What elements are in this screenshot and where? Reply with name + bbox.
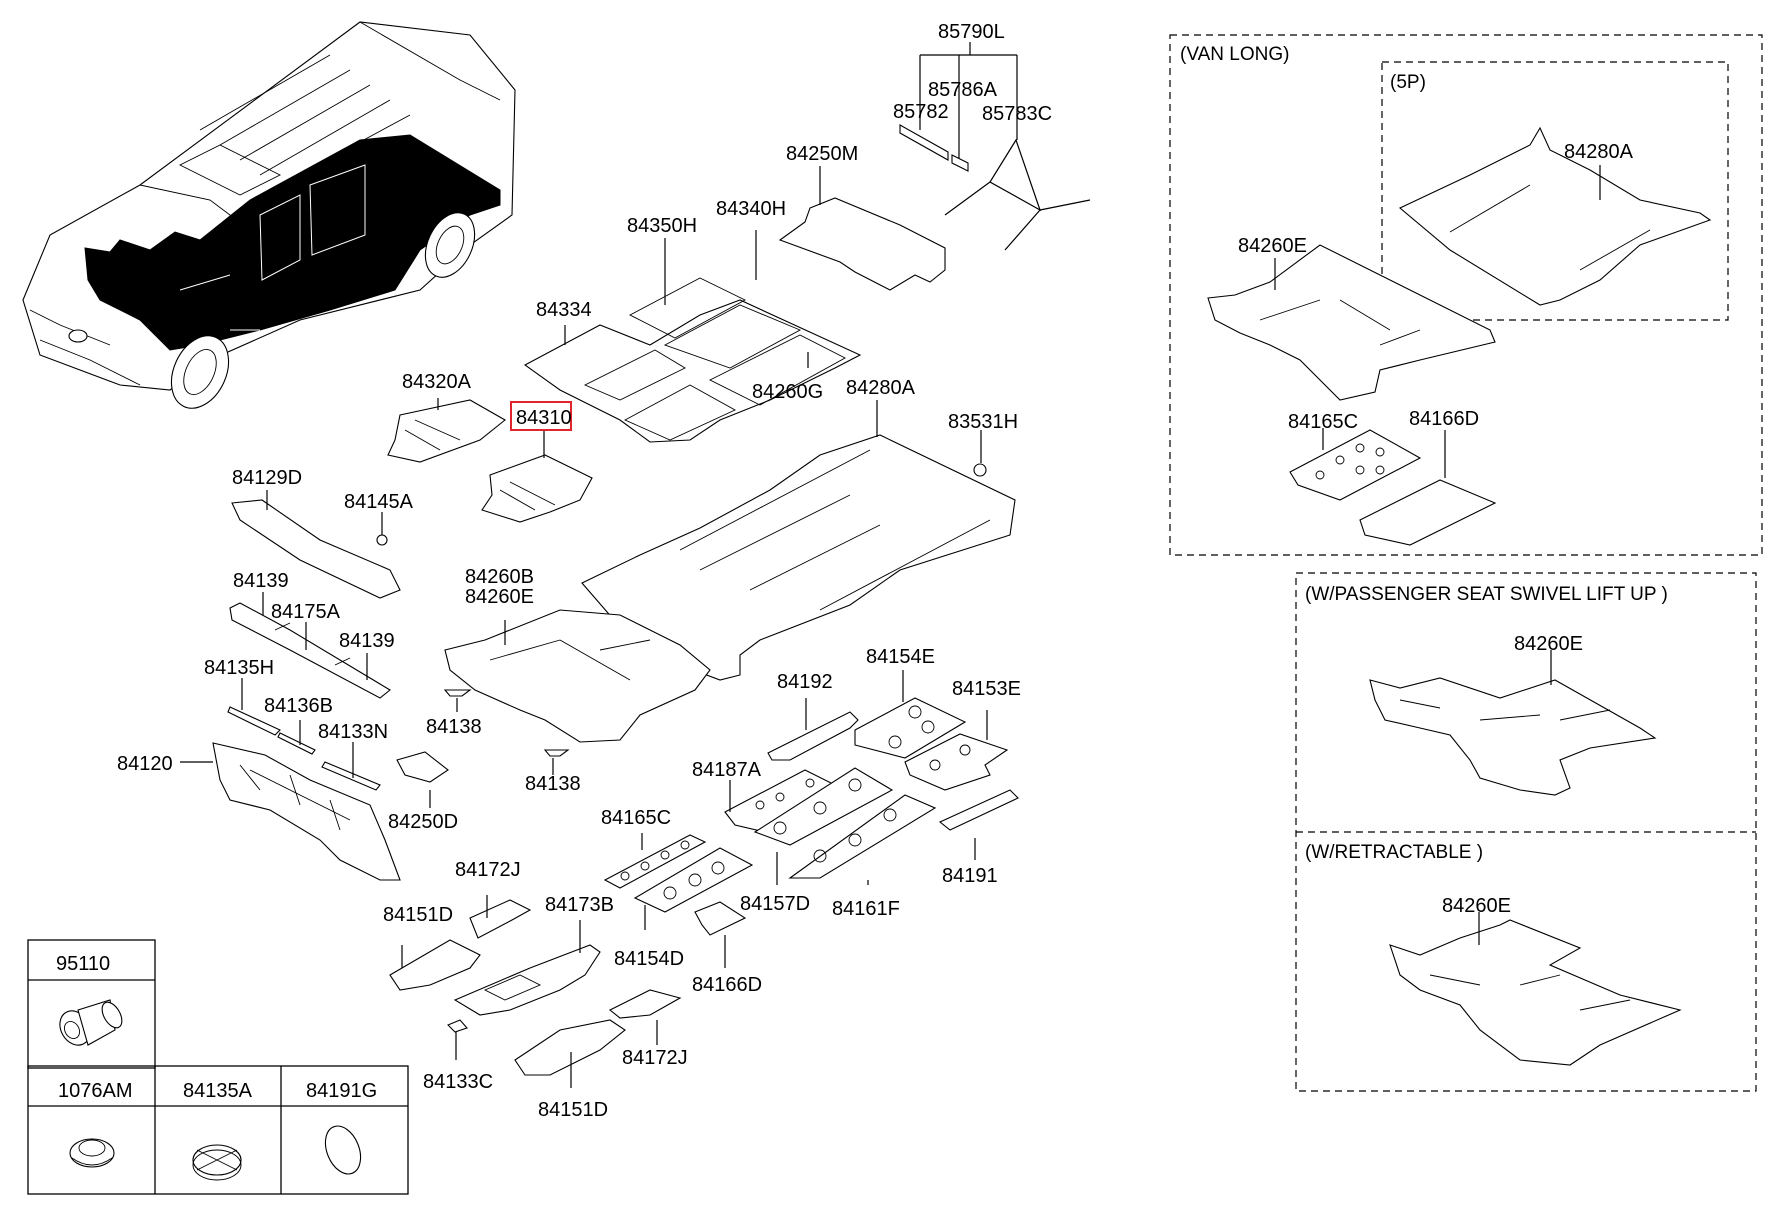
inset-label-84260E-swivel[interactable]: 84260E <box>1514 633 1583 655</box>
van-illustration <box>22 21 516 409</box>
label-84139-lower[interactable]: 84139 <box>339 630 395 652</box>
label-85790L[interactable]: 85790L <box>938 21 1005 43</box>
label-84153E[interactable]: 84153E <box>952 678 1021 700</box>
inset-retractable-title: (W/RETRACTABLE ) <box>1305 842 1483 863</box>
label-84136B[interactable]: 84136B <box>264 695 333 717</box>
label-84175A[interactable]: 84175A <box>271 601 341 623</box>
label-84135H[interactable]: 84135H <box>204 657 274 679</box>
label-84172J-lower[interactable]: 84172J <box>622 1047 688 1069</box>
label-84173B[interactable]: 84173B <box>545 894 614 916</box>
legend-table: 95110 1076AM 84135A 84191G <box>27 939 409 1195</box>
label-84310[interactable]: 84310 <box>516 407 572 429</box>
inset-van-long-frame <box>1169 34 1763 556</box>
center-parts <box>212 124 1091 1076</box>
grommet-plug-icon <box>59 999 123 1046</box>
label-84260B[interactable]: 84260B <box>465 566 534 588</box>
label-84260G[interactable]: 84260G <box>752 381 823 403</box>
legend-part-95110[interactable]: 95110 <box>56 953 110 975</box>
part-labels: 85790L 85786A 85782 85783C 84250M 84340H… <box>117 21 1052 1121</box>
label-84191[interactable]: 84191 <box>942 865 998 887</box>
label-84161F[interactable]: 84161F <box>832 898 900 920</box>
label-84129D[interactable]: 84129D <box>232 467 302 489</box>
label-84139-upper[interactable]: 84139 <box>233 570 289 592</box>
label-84138-upper[interactable]: 84138 <box>426 716 482 738</box>
inset-label-84260E-vanlong[interactable]: 84260E <box>1238 235 1307 257</box>
label-84133N[interactable]: 84133N <box>318 721 388 743</box>
highlight-box-84310 <box>510 401 572 431</box>
inset-swivel-title: (W/PASSENGER SEAT SWIVEL LIFT UP ) <box>1305 584 1668 605</box>
label-84151D-lower[interactable]: 84151D <box>538 1099 608 1121</box>
label-85782[interactable]: 85782 <box>893 101 949 123</box>
label-84133C[interactable]: 84133C <box>423 1071 493 1093</box>
label-84280A[interactable]: 84280A <box>846 377 916 399</box>
label-83531H[interactable]: 83531H <box>948 411 1018 433</box>
label-84138-lower[interactable]: 84138 <box>525 773 581 795</box>
label-84120[interactable]: 84120 <box>117 753 173 775</box>
label-84154E[interactable]: 84154E <box>866 646 935 668</box>
label-84166D[interactable]: 84166D <box>692 974 762 996</box>
label-84165C[interactable]: 84165C <box>601 807 671 829</box>
legend-part-84135A[interactable]: 84135A <box>183 1080 253 1102</box>
legend-part-1076AM[interactable]: 1076AM <box>58 1080 133 1102</box>
label-84260E[interactable]: 84260E <box>465 586 534 608</box>
label-84187A[interactable]: 84187A <box>692 759 762 781</box>
oval-ring-icon <box>324 1125 362 1175</box>
cross-plug-icon <box>192 1144 242 1181</box>
label-84192[interactable]: 84192 <box>777 671 833 693</box>
inset-label-84260E-retractable[interactable]: 84260E <box>1442 895 1511 917</box>
label-84154D[interactable]: 84154D <box>614 948 684 970</box>
inset-van-long-title: (VAN LONG) <box>1180 44 1289 65</box>
inset-5p-frame <box>1381 61 1729 321</box>
label-84250D[interactable]: 84250D <box>388 811 458 833</box>
inset-swivel-retractable: (W/PASSENGER SEAT SWIVEL LIFT UP ) (W/RE… <box>1295 572 1757 1092</box>
label-84340H[interactable]: 84340H <box>716 198 786 220</box>
legend-part-84191G[interactable]: 84191G <box>306 1080 377 1102</box>
label-84250M[interactable]: 84250M <box>786 143 858 165</box>
label-84151D-upper[interactable]: 84151D <box>383 904 453 926</box>
leader-lines <box>180 42 1018 1088</box>
inset-label-84165C[interactable]: 84165C <box>1288 411 1358 433</box>
label-84172J-upper[interactable]: 84172J <box>455 859 521 881</box>
label-84334[interactable]: 84334 <box>536 299 592 321</box>
round-plug-icon <box>69 1138 115 1168</box>
label-85783C[interactable]: 85783C <box>982 103 1052 125</box>
inset-5p-title: (5P) <box>1390 72 1426 93</box>
label-84350H[interactable]: 84350H <box>627 215 697 237</box>
inset-label-84166D[interactable]: 84166D <box>1409 408 1479 430</box>
inset-van-long: (VAN LONG) (5P) 84280A 84260E 84165C 841… <box>1169 34 1763 556</box>
label-84320A[interactable]: 84320A <box>402 371 472 393</box>
label-84157D[interactable]: 84157D <box>740 893 810 915</box>
inset-label-84280A[interactable]: 84280A <box>1564 141 1634 163</box>
label-85786A[interactable]: 85786A <box>928 79 998 101</box>
label-84145A[interactable]: 84145A <box>344 491 414 513</box>
